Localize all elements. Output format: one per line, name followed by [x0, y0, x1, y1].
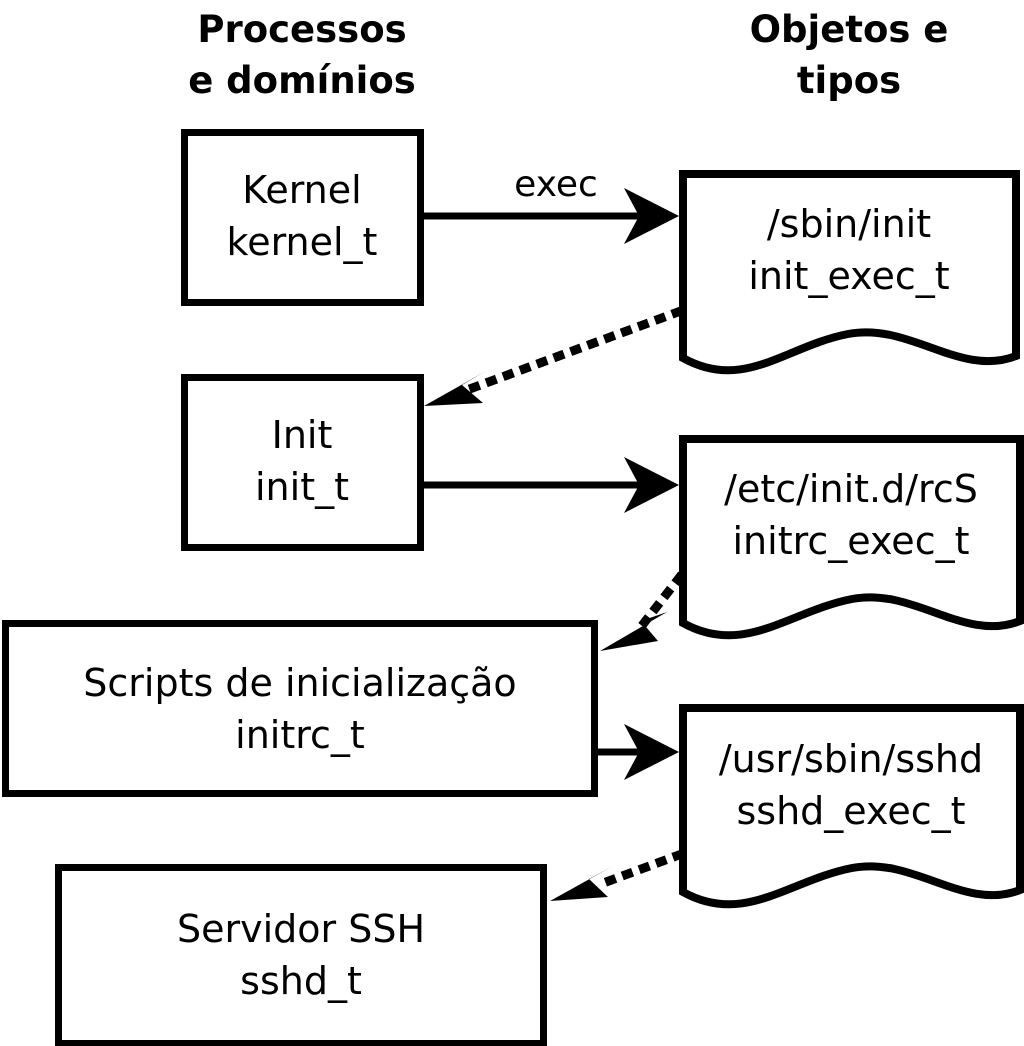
edge-label-exec: exec	[514, 164, 598, 205]
node-box	[181, 374, 424, 551]
node-initrc-line2: initrc_t	[235, 713, 365, 757]
node-box	[2, 620, 598, 797]
node-box	[55, 864, 547, 1046]
edge-init-exec-initrc-exec	[421, 457, 679, 513]
node-initrc-line1: Scripts de inicialização	[83, 661, 516, 705]
arrow-head	[624, 724, 679, 780]
edge-sshd-exec-transition-sshd	[550, 849, 685, 901]
node-initrc-exec-file[interactable]: /etc/init.d/rcS initrc_exec_t	[679, 435, 1024, 640]
arrow-head	[624, 188, 679, 244]
edge-init-exec-transition-init	[424, 306, 684, 406]
node-init-line1: Init	[272, 413, 333, 457]
node-box	[181, 129, 424, 306]
node-initrc-exec-line2: initrc_exec_t	[733, 519, 970, 563]
node-init-exec-line2: init_exec_t	[748, 254, 949, 298]
column-header-processes-line1: Processos	[197, 8, 406, 51]
node-initrc-exec-line1: /etc/init.d/rcS	[724, 467, 978, 511]
column-header-processes-line2: e domínios	[188, 59, 416, 102]
document-shape	[679, 170, 1020, 375]
node-initrc-scripts[interactable]: Scripts de inicialização initrc_t	[2, 620, 598, 797]
edge-line	[637, 571, 686, 630]
edge-initrc-exec-sshd-exec	[598, 724, 679, 780]
node-sshd-exec-file[interactable]: /usr/sbin/sshd sshd_exec_t	[679, 704, 1024, 909]
node-sshd-server[interactable]: Servidor SSH sshd_t	[55, 864, 547, 1046]
document-shape	[679, 435, 1024, 640]
arrow-head	[600, 612, 667, 651]
arrow-head	[550, 866, 613, 901]
arrow-head	[624, 457, 679, 513]
node-kernel-line1: Kernel	[242, 168, 361, 212]
node-init-exec-line1: /sbin/init	[767, 202, 931, 246]
column-header-processes: Processos e domínios	[188, 8, 416, 102]
node-kernel-line2: kernel_t	[227, 220, 378, 264]
column-header-objects-line1: Objetos e	[750, 8, 949, 51]
node-kernel[interactable]: Kernel kernel_t	[181, 129, 424, 306]
node-sshd-exec-line2: sshd_exec_t	[736, 789, 965, 833]
column-header-objects: Objetos e tipos	[750, 8, 949, 102]
node-sshd-line2: sshd_t	[240, 959, 362, 1003]
node-init-line2: init_t	[255, 465, 349, 509]
column-header-objects-line2: tipos	[797, 59, 901, 102]
node-sshd-exec-line1: /usr/sbin/sshd	[719, 737, 983, 781]
document-shape	[679, 704, 1024, 909]
edge-initrc-exec-transition-initrc	[600, 571, 686, 651]
edge-kernel-exec-init-exec: exec	[421, 164, 679, 244]
arrow-head	[424, 371, 486, 406]
edge-line	[592, 849, 685, 891]
node-init[interactable]: Init init_t	[181, 374, 424, 551]
node-sshd-line1: Servidor SSH	[177, 907, 425, 951]
node-init-exec-file[interactable]: /sbin/init init_exec_t	[679, 170, 1020, 375]
edge-line	[461, 306, 684, 396]
